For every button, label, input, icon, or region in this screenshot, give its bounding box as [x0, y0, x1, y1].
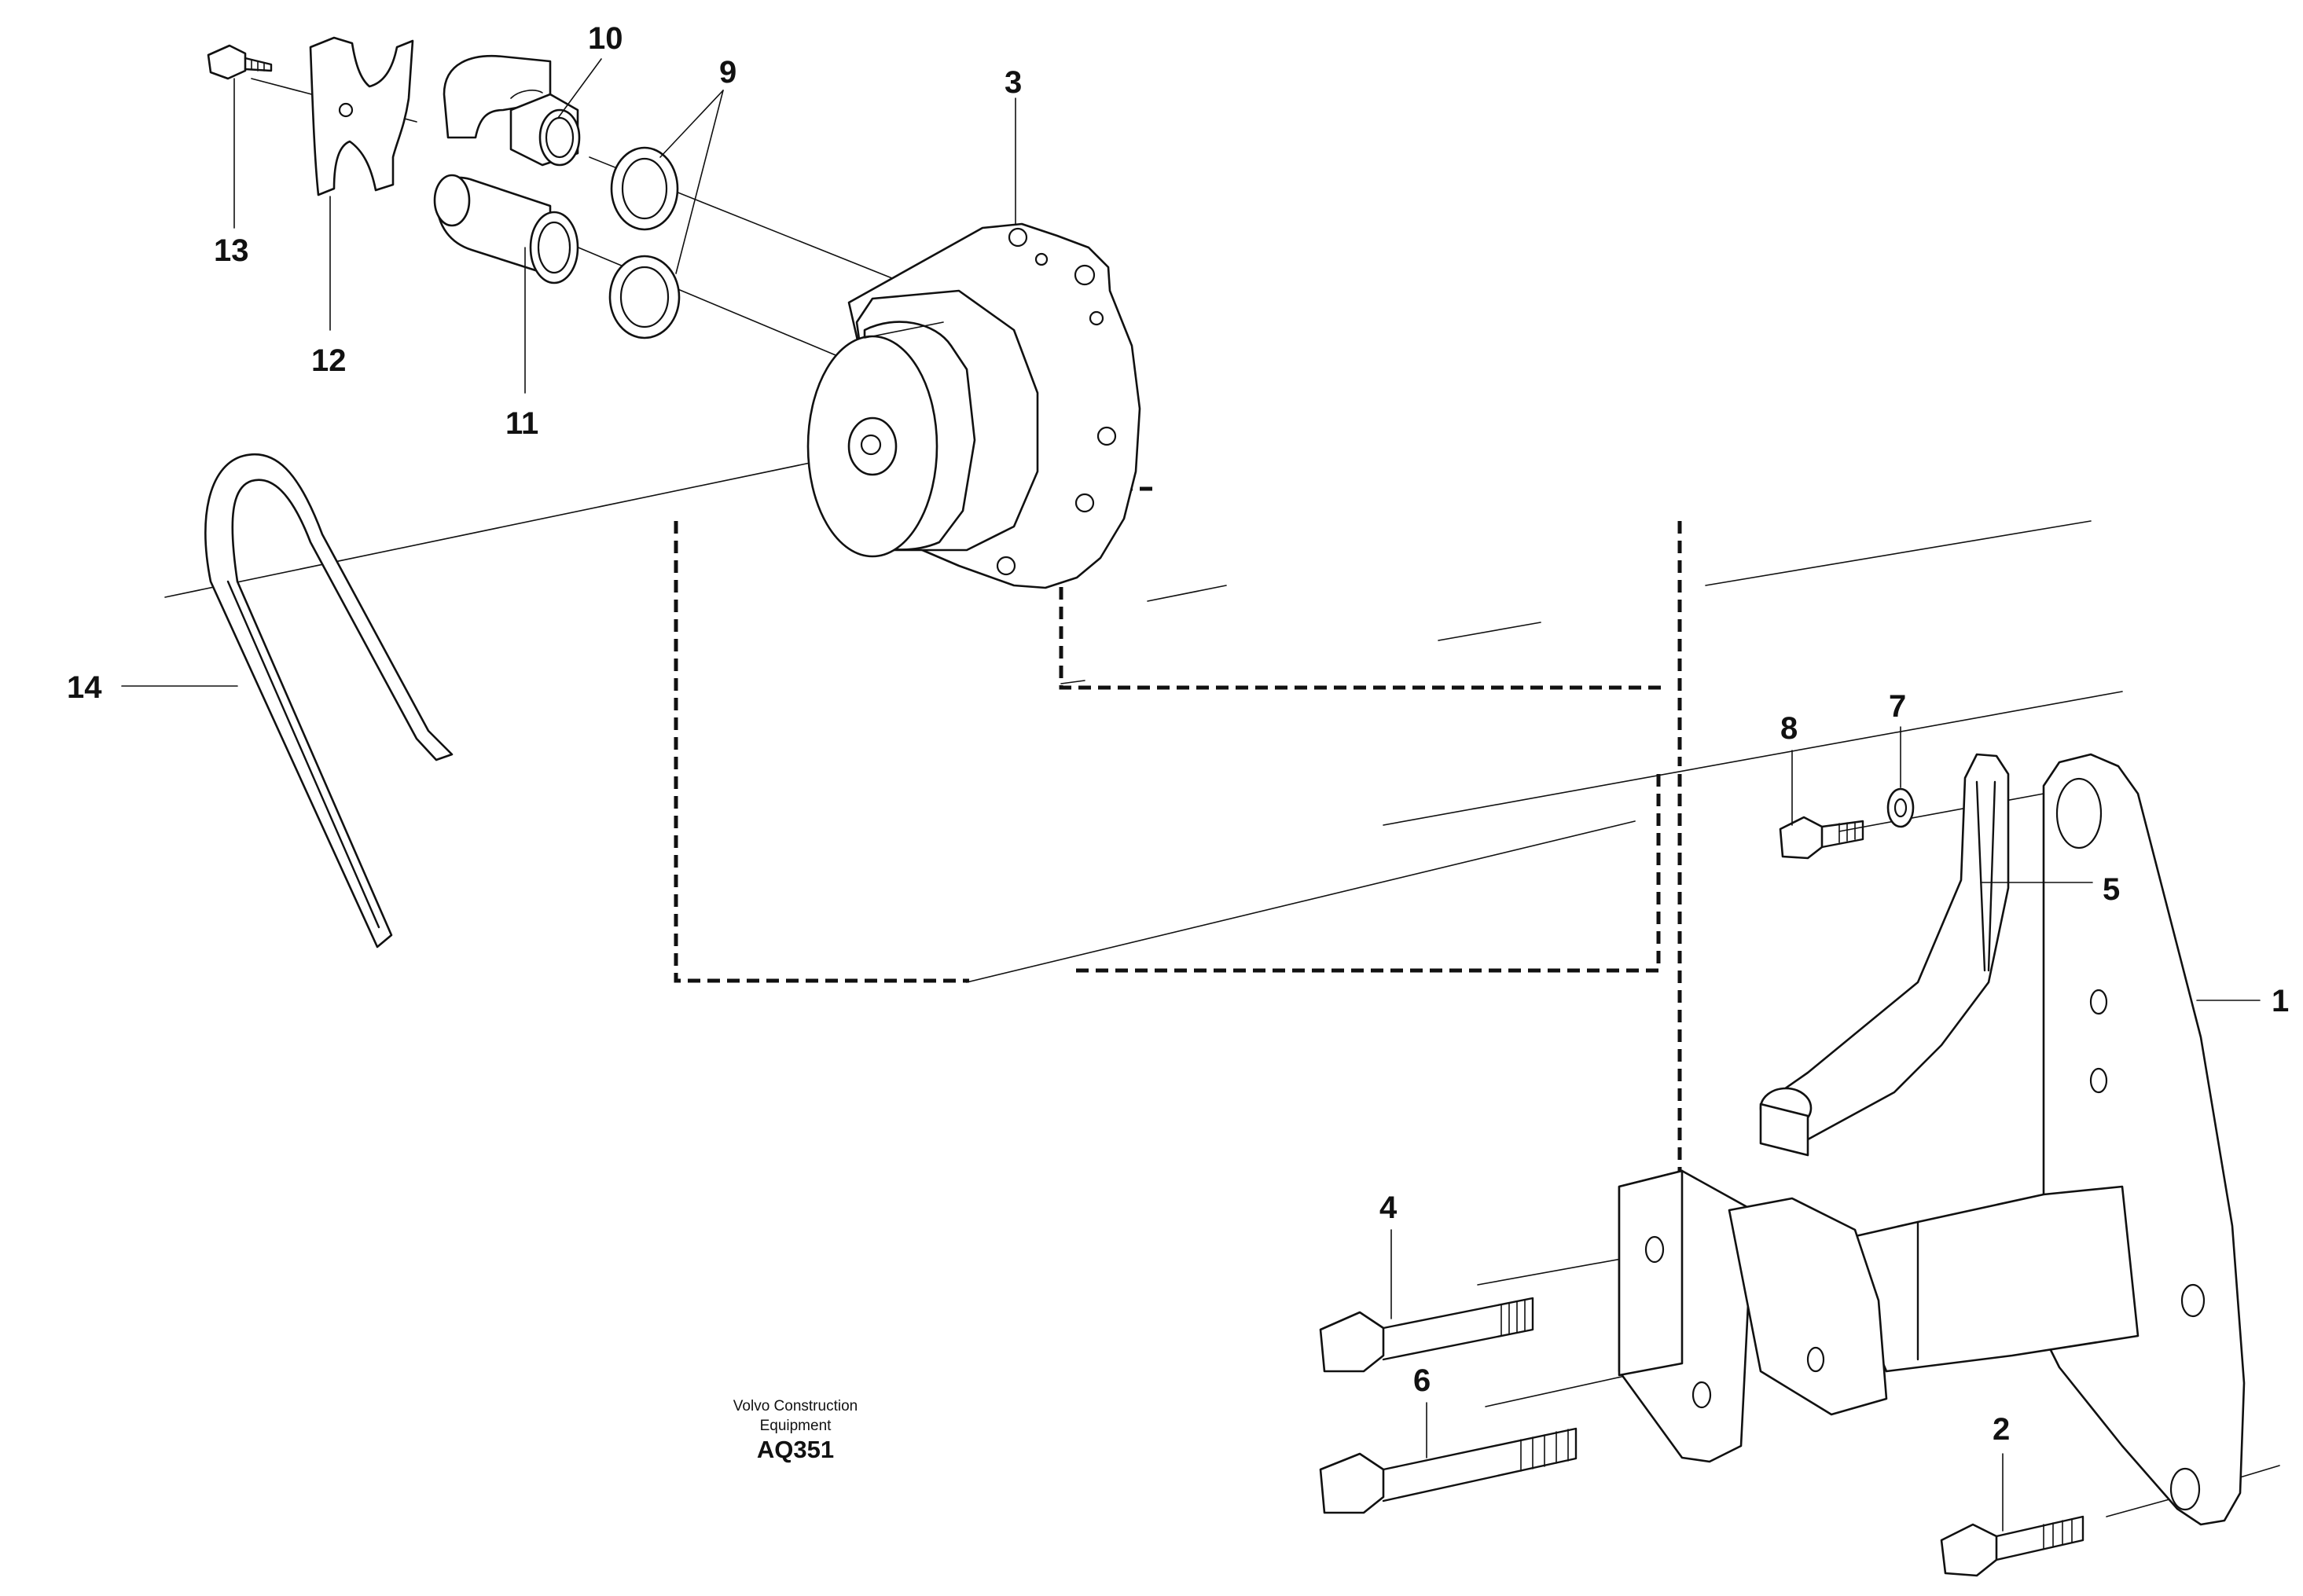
- water-pump: [806, 222, 1141, 589]
- bolt-adjuster: [1779, 816, 1864, 860]
- v-belt: [204, 453, 454, 948]
- bolt-long-lower: [1319, 1427, 1578, 1514]
- credit-block: Volvo Construction Equipment AQ351: [733, 1398, 858, 1463]
- label-part-2: 2: [1993, 1412, 2010, 1447]
- label-part-5: 5: [2103, 872, 2120, 907]
- label-part-7: 7: [1889, 689, 1906, 724]
- label-part-14: 14: [67, 670, 102, 705]
- part-labels: 1 2 3 4 5 6 7 8 9 10 11 12 13 14: [67, 21, 2289, 1447]
- mounting-plate: [1618, 1169, 1888, 1463]
- label-part-1: 1: [2272, 984, 2289, 1018]
- label-part-9: 9: [719, 55, 736, 90]
- credit-line-1: Volvo Construction: [733, 1398, 858, 1414]
- washer: [1886, 787, 1915, 828]
- label-part-8: 8: [1780, 711, 1798, 746]
- credit-line-2: Equipment: [760, 1418, 832, 1434]
- straight-pipe: [433, 174, 579, 284]
- clamp-plate: [309, 36, 414, 196]
- sealing-rings: [608, 146, 681, 339]
- label-part-13: 13: [214, 233, 249, 268]
- elbow-pipe: [443, 55, 581, 167]
- bolt-bracket: [1940, 1515, 2084, 1577]
- bolt-long-upper: [1319, 1297, 1534, 1373]
- label-part-6: 6: [1413, 1363, 1431, 1398]
- leader-lines: [121, 58, 2261, 1532]
- main-bracket: [1830, 753, 2246, 1526]
- bolt-small: [207, 44, 273, 80]
- label-part-11: 11: [505, 406, 538, 441]
- adjuster-arm: [1759, 753, 2010, 1157]
- label-part-12: 12: [311, 343, 347, 378]
- drawing-code: AQ351: [757, 1436, 834, 1463]
- label-part-4: 4: [1379, 1191, 1398, 1225]
- label-part-10: 10: [588, 21, 623, 56]
- label-part-3: 3: [1005, 65, 1022, 100]
